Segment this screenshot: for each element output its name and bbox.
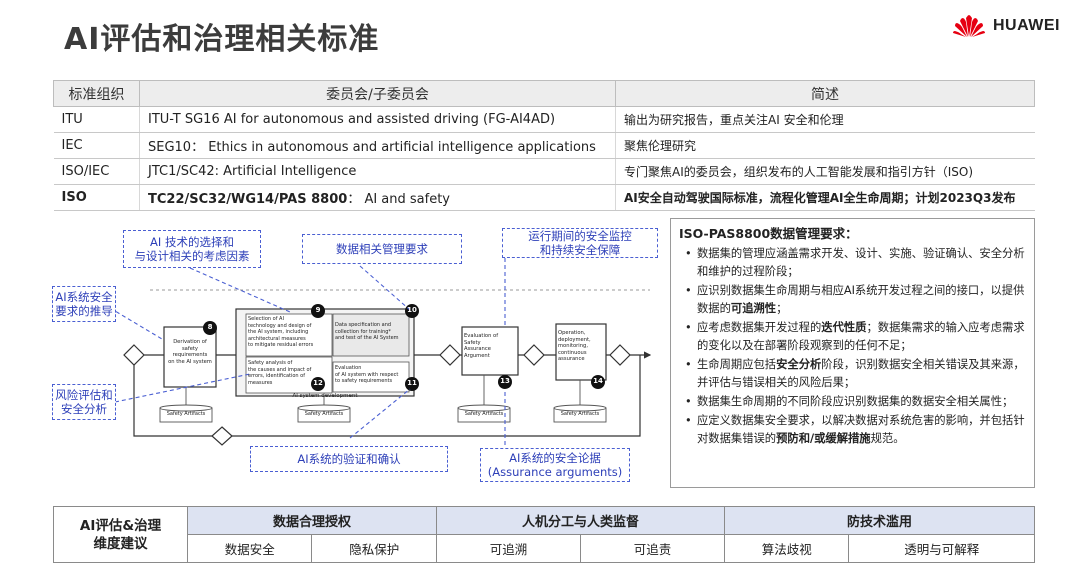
huawei-petal-icon	[953, 15, 985, 37]
step-badge: 13	[500, 377, 510, 385]
org-cell: ISO	[53, 184, 140, 211]
requirement-emphasis: 预防和/或缓解措施	[776, 432, 871, 445]
summary-cell: 专门聚焦AI的委员会，组织发布的人工智能发展和指引方针（ISO)	[615, 158, 1035, 185]
dimension-group: 人机分工与人类监督	[435, 506, 725, 535]
derivation-box-label: Derivation of safety requirements on the…	[168, 339, 212, 365]
artifact-label: Safety Artifacts	[304, 411, 344, 417]
table-row: IEC SEG10： Ethics in autonomous and arti…	[53, 132, 1035, 159]
dimension-item: 数据安全	[186, 534, 313, 563]
requirement-text: 数据集生命周期的不同阶段应识别数据集的数据安全相关属性；	[697, 395, 1014, 408]
step-badge: 12	[313, 379, 323, 387]
summary-cell: 输出为研究报告，重点关注AI 安全和伦理	[615, 106, 1035, 133]
diagram-canvas	[109, 258, 652, 452]
callout-tech-selection: AI 技术的选择和 与设计相关的考虑因素	[123, 230, 261, 268]
step-badge: 10	[407, 306, 417, 314]
step-badge: 11	[407, 379, 417, 387]
requirement-emphasis: 可追溯性	[730, 302, 777, 315]
list-item: 数据集生命周期的不同阶段应识别数据集的数据安全相关属性；	[679, 393, 1026, 411]
step-badge: 9	[315, 306, 321, 314]
column-header: 标准组织	[53, 80, 140, 107]
requirements-title: ISO-PAS8800数据管理要求：	[679, 226, 858, 241]
column-header: 委员会/子委员会	[139, 80, 616, 107]
dimension-item: 可追责	[579, 534, 725, 563]
callout-risk-eval: 风险评估和 安全分析	[52, 384, 116, 420]
page-title: AI评估和治理相关标准	[64, 22, 380, 57]
requirement-text: 应识别数据集生命周期与相应AI系统开发过程之间的接口，以提供数据的	[697, 284, 1025, 315]
step-badge: 14	[593, 377, 603, 385]
table-header-row: 标准组织 委员会/子委员会 简述	[53, 80, 1035, 107]
requirement-text: 生命周期应包括	[697, 358, 777, 371]
dimension-group: 数据合理授权	[187, 506, 437, 535]
requirements-panel: ISO-PAS8800数据管理要求： 数据集的管理应涵盖需求开发、设计、实施、验…	[670, 218, 1035, 488]
list-item: 应考虑数据集开发过程的迭代性质；数据集需求的输入应考虑需求的变化以及在部署阶段观…	[679, 319, 1026, 355]
requirement-text: 应考虑数据集开发过程的	[697, 321, 822, 334]
column-header: 简述	[615, 80, 1035, 107]
callout-safety-req: AI系统安全 要求的推导	[52, 286, 116, 322]
selection-box-label: Selection of AI technology and design of…	[248, 316, 314, 348]
artifact-label: Safety Artifacts	[464, 411, 504, 417]
dimensions-label: AI评估&治理 维度建议	[53, 506, 188, 563]
list-item: 数据集的管理应涵盖需求开发、设计、实施、验证确认、安全分析和维护的过程阶段；	[679, 245, 1026, 281]
dimension-item: 隐私保护	[311, 534, 437, 563]
brand-logo: HUAWEI	[953, 14, 1060, 38]
requirement-text: ；数据集需求的输入应考虑需求的变化以及在部署阶段观察到的任何不足；	[697, 321, 1025, 352]
list-item: 应识别数据集生命周期与相应AI系统开发过程之间的接口，以提供数据的可追溯性；	[679, 282, 1026, 318]
table-row: ISO/IEC JTC1/SC42: Artificial Intelligen…	[53, 158, 1035, 185]
committee-name: TC22/SC32/WG14/PAS 8800	[148, 192, 348, 207]
evaluation-box-label: Evaluation of AI system with respect to …	[335, 365, 399, 384]
ai-lifecycle-diagram: Derivation of safety requirements on the…	[50, 224, 665, 486]
dimension-group: 防技术滥用	[723, 506, 1036, 535]
artifact-label: Safety Artifacts	[166, 411, 206, 417]
org-cell: ISO/IEC	[53, 158, 140, 185]
standards-table: 标准组织 委员会/子委员会 简述 ITU ITU-T SG16 AI for a…	[53, 80, 1035, 211]
table-row: ISO TC22/SC32/WG14/PAS 8800： AI and safe…	[53, 184, 1035, 211]
dimension-item: 算法歧视	[723, 534, 850, 563]
requirements-list: 数据集的管理应涵盖需求开发、设计、实施、验证确认、安全分析和维护的过程阶段； 应…	[679, 245, 1026, 448]
callout-verification: AI系统的验证和确认	[250, 446, 448, 472]
assurance-box-label: Evaluation of Safety Assurance Argument	[464, 333, 499, 359]
requirement-text: 数据集的管理应涵盖需求开发、设计、实施、验证确认、安全分析和维护的过程阶段；	[697, 247, 1025, 278]
committee-extra: ： AI and safety	[347, 192, 450, 207]
requirement-text: ；	[776, 302, 788, 315]
org-cell: IEC	[53, 132, 140, 159]
dimension-item: 可追溯	[435, 534, 581, 563]
system-dev-label: AI system development	[292, 393, 358, 399]
summary-cell: 聚焦伦理研究	[615, 132, 1035, 159]
requirement-emphasis: 迭代性质	[821, 321, 867, 334]
committee-cell: JTC1/SC42: Artificial Intelligence	[139, 158, 616, 185]
safety-analysis-box-label: Safety analysis of the causes and impact…	[248, 360, 312, 386]
brand-name: HUAWEI	[993, 17, 1060, 34]
list-item: 生命周期应包括安全分析阶段，识别数据安全相关错误及其来源，并评估与错误相关的风险…	[679, 356, 1026, 392]
callout-data-mgmt: 数据相关管理要求	[302, 234, 462, 264]
requirement-text: 应定义数据集安全要求，以解决数据对系统危害的影响，并包括针对数据集错误的	[697, 414, 1025, 445]
list-item: 应定义数据集安全要求，以解决数据对系统危害的影响，并包括针对数据集错误的预防和/…	[679, 412, 1026, 448]
callout-assurance: AI系统的安全论据 (Assurance arguments)	[480, 448, 630, 482]
table-row: ITU ITU-T SG16 AI for autonomous and ass…	[53, 106, 1035, 133]
dimension-item: 透明与可解释	[848, 534, 1035, 563]
org-cell: ITU	[53, 106, 140, 133]
artifact-label: Safety Artifacts	[560, 411, 600, 417]
operation-box-label: Operation, deployment, monitoring, conti…	[558, 330, 591, 362]
committee-cell: TC22/SC32/WG14/PAS 8800： AI and safety	[139, 184, 616, 211]
summary-cell: AI安全自动驾驶国际标准，流程化管理AI全生命周期；计划2023Q3发布	[615, 184, 1035, 211]
step-badge: 8	[207, 323, 213, 331]
callout-runtime-monitor: 运行期间的安全监控 和持续安全保障	[502, 228, 658, 258]
requirement-emphasis: 安全分析	[776, 358, 822, 371]
requirement-text: 规范。	[870, 432, 905, 445]
committee-cell: ITU-T SG16 AI for autonomous and assiste…	[139, 106, 616, 133]
data-spec-box-label: Data specification and collection for tr…	[335, 322, 399, 341]
requirement-text: 阶段，识别数据安全相关错误及其来源，并评估与错误相关的风险后果；	[697, 358, 1025, 389]
committee-cell: SEG10： Ethics in autonomous and artifici…	[139, 132, 616, 159]
governance-dimensions-table: AI评估&治理 维度建议 数据合理授权 人机分工与人类监督 防技术滥用 数据安全…	[53, 506, 1036, 563]
